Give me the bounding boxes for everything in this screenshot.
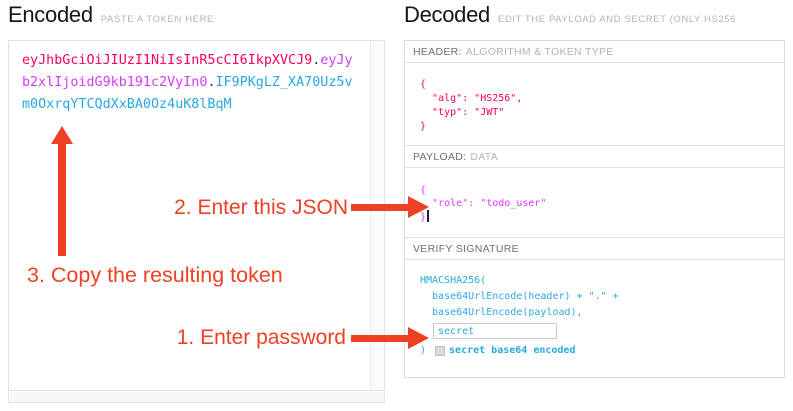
verify-section-label: VERIFY SIGNATURE	[405, 238, 784, 260]
header-section-label: HEADER: ALGORITHM & TOKEN TYPE	[405, 41, 784, 63]
payload-json-editor[interactable]: { "role": "todo_user" }	[405, 168, 784, 238]
decoded-title-text: Decoded	[404, 2, 490, 27]
header-json-line: {	[420, 79, 427, 90]
arrow-right-icon	[408, 327, 429, 349]
verify-code-line: base64UrlEncode(header) + "." +	[420, 291, 619, 302]
token-header-segment: eyJhbGciOiJIUzI1NiIsInR5cCI6IkpXVCJ9	[22, 53, 313, 68]
encoded-title: Encoded PASTE A TOKEN HERE	[8, 2, 214, 28]
arrow-right-shaft	[351, 204, 408, 211]
vertical-scrollbar[interactable]	[370, 41, 384, 390]
header-label-strong: HEADER:	[413, 45, 462, 58]
secret-base64-checkbox-label[interactable]: secret base64 encoded	[449, 345, 576, 356]
header-json-line: "typ": "JWT"	[420, 107, 505, 118]
verify-label-text: VERIFY SIGNATURE	[413, 242, 519, 255]
close-paren: )	[420, 345, 427, 356]
header-json-editor[interactable]: { "alg": "HS256", "typ": "JWT" }	[405, 63, 784, 146]
token-separator-dot: .	[207, 75, 216, 90]
annotation-step1: 1. Enter password	[176, 326, 346, 349]
verify-code-line: HMACSHA256(	[420, 275, 487, 286]
arrow-up-icon	[51, 126, 73, 144]
encoded-token-editor[interactable]: eyJhbGciOiJIUzI1NiIsInR5cCI6IkpXVCJ9.eyJ…	[8, 40, 385, 391]
arrow-right-icon	[408, 196, 429, 218]
header-json-line: }	[420, 121, 427, 132]
header-label-light: ALGORITHM & TOKEN TYPE	[465, 45, 614, 58]
secret-input[interactable]	[433, 323, 557, 339]
encoded-title-text: Encoded	[8, 2, 93, 27]
payload-label-light: DATA	[470, 150, 499, 163]
annotation-step2: 2. Enter this JSON	[174, 196, 348, 219]
jwt-token-text[interactable]: eyJhbGciOiJIUzI1NiIsInR5cCI6IkpXVCJ9.eyJ…	[22, 50, 356, 116]
arrow-right-shaft	[351, 335, 408, 342]
arrow-up-shaft	[58, 143, 66, 256]
horizontal-scrollbar[interactable]	[8, 392, 385, 403]
payload-json-line: }	[420, 210, 784, 224]
payload-section-label: PAYLOAD: DATA	[405, 146, 784, 168]
decoded-panel: HEADER: ALGORITHM & TOKEN TYPE { "alg": …	[404, 40, 785, 378]
payload-json-line: {	[420, 185, 427, 196]
verify-last-line: ) secret base64 encoded	[420, 343, 784, 359]
secret-base64-checkbox[interactable]	[435, 346, 446, 356]
verify-code-line: base64UrlEncode(payload),	[420, 307, 583, 318]
header-json-line: "alg": "HS256",	[420, 93, 523, 104]
token-payload-segment: eyJyb2xlIjoidG9kb191c2VyIn0	[22, 53, 353, 90]
payload-label-strong: PAYLOAD:	[413, 150, 467, 163]
payload-json-line: "role": "todo_user"	[420, 198, 547, 209]
encoded-subtitle: PASTE A TOKEN HERE	[100, 14, 214, 25]
token-signature-segment: IF9PKgLZ_XA70Uz5vm0OxrqYTCQdXxBA0Oz4uK8l…	[22, 75, 353, 112]
verify-signature-area: HMACSHA256( base64UrlEncode(header) + ".…	[405, 260, 784, 377]
annotation-step3: 3. Copy the resulting token	[27, 263, 283, 287]
token-separator-dot: .	[312, 53, 321, 68]
